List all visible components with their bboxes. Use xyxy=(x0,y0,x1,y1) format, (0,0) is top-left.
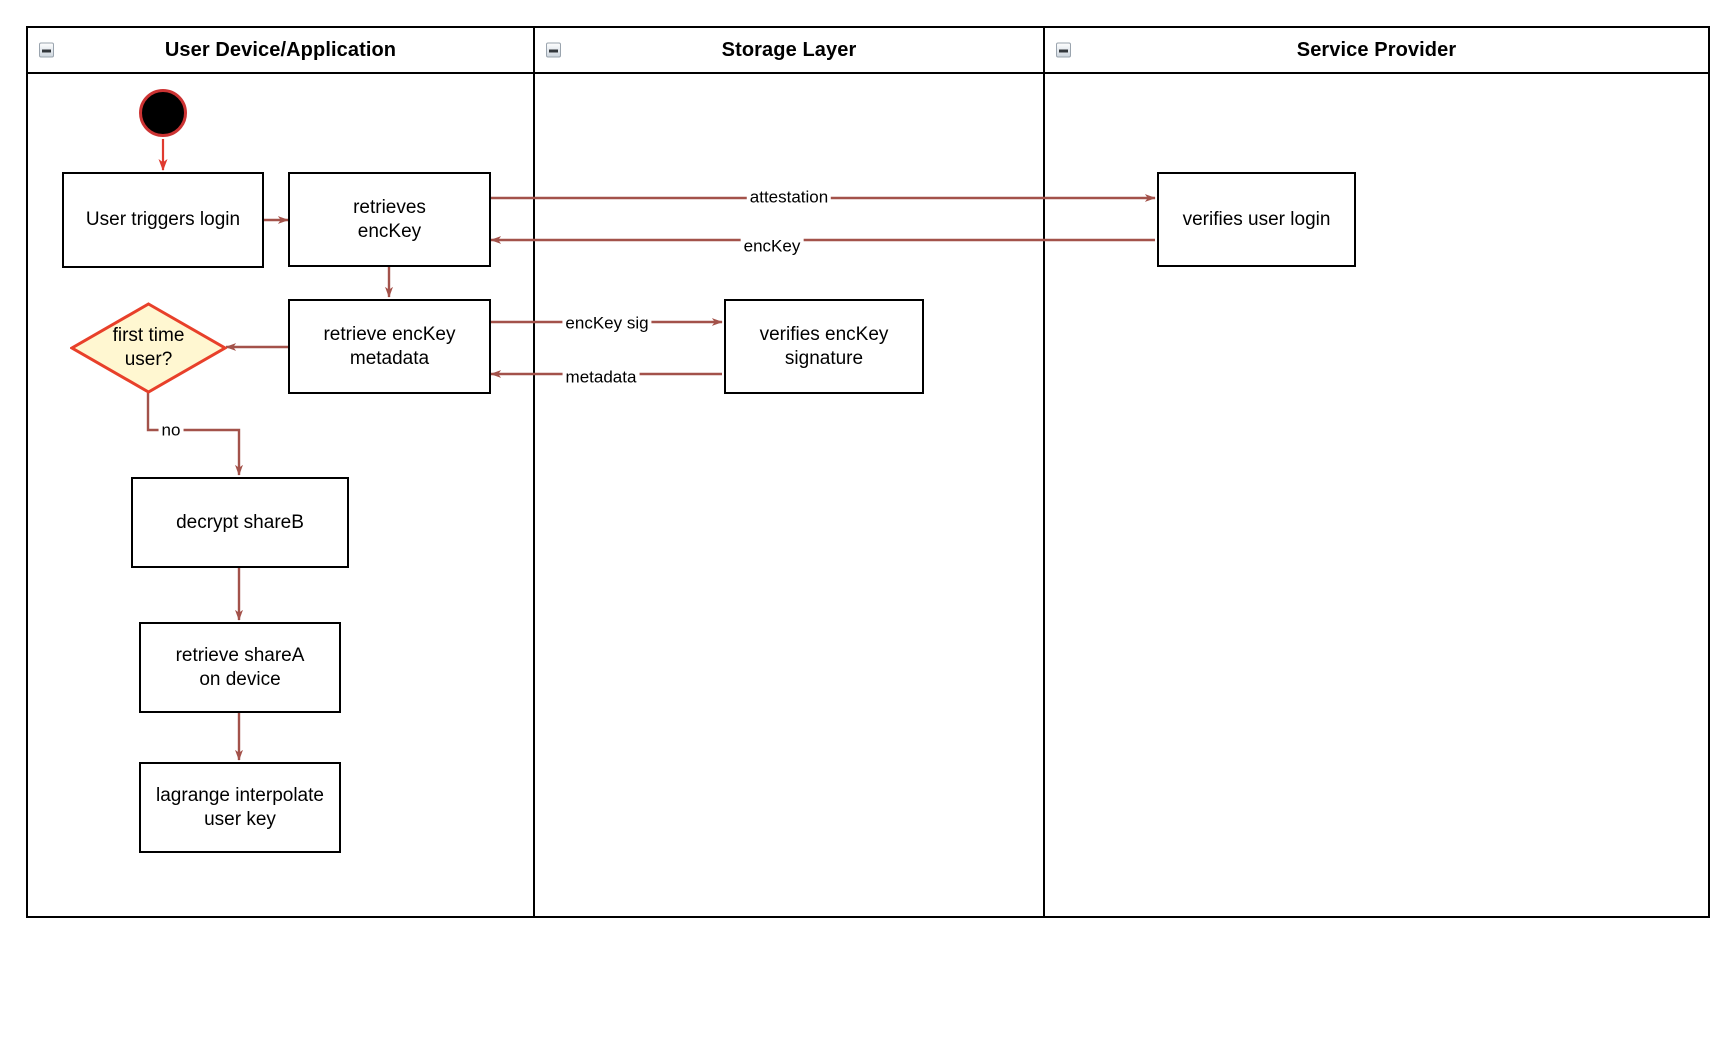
activity-verifies-user-login[interactable]: verifies user login xyxy=(1157,172,1356,267)
decision-diamond-shape xyxy=(70,302,227,394)
initial-node[interactable] xyxy=(139,89,187,137)
activity-decrypt-shareb[interactable]: decrypt shareB xyxy=(131,477,349,568)
swimlane-user-device[interactable]: User Device/Application xyxy=(28,28,533,916)
collapse-minus-icon[interactable] xyxy=(39,42,54,58)
swimlane-title-user-device: User Device/Application xyxy=(164,38,397,61)
edge-label-metadata: metadata xyxy=(562,368,640,388)
activity-retrieve-enckey-metadata[interactable]: retrieve encKey metadata xyxy=(288,299,491,394)
swimlane-header-service-provider: Service Provider xyxy=(1045,28,1708,74)
collapse-minus-icon[interactable] xyxy=(1056,42,1071,58)
swimlane-title-service-provider: Service Provider xyxy=(1296,38,1457,61)
activity-user-triggers-login[interactable]: User triggers login xyxy=(62,172,264,268)
swimlane-storage-layer[interactable]: Storage Layer xyxy=(533,28,1043,916)
decision-first-time-user[interactable]: first time user? xyxy=(70,302,227,394)
activity-verifies-enckey-signature[interactable]: verifies encKey signature xyxy=(724,299,924,394)
swimlane-header-storage-layer: Storage Layer xyxy=(535,28,1043,74)
edge-label-enckey: encKey xyxy=(740,237,804,257)
edge-label-enckey-sig: encKey sig xyxy=(562,314,652,334)
swimlane-header-user-device: User Device/Application xyxy=(28,28,533,74)
activity-lagrange-interpolate-user-key[interactable]: lagrange interpolate user key xyxy=(139,762,341,853)
edge-label-no: no xyxy=(158,421,184,441)
edge-label-attestation: attestation xyxy=(746,188,832,208)
collapse-minus-icon[interactable] xyxy=(546,42,561,58)
activity-retrieve-sharea-on-device[interactable]: retrieve shareA on device xyxy=(139,622,341,713)
swimlane-title-storage-layer: Storage Layer xyxy=(721,38,857,61)
swimlane-service-provider[interactable]: Service Provider xyxy=(1043,28,1708,916)
activity-retrieves-enckey[interactable]: retrieves encKey xyxy=(288,172,491,267)
